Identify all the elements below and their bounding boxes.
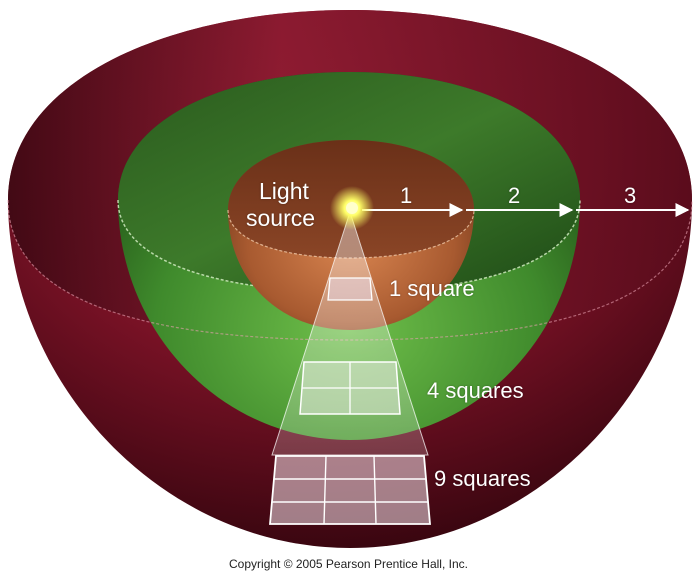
area-label-1: 1 square — [389, 276, 475, 301]
light-source-label-line1: Light — [259, 178, 309, 204]
square-patch-9 — [269, 455, 431, 525]
area-label-4: 4 squares — [427, 378, 524, 403]
light-source-glow-icon — [330, 186, 374, 230]
distance-label-1: 1 — [400, 183, 413, 208]
square-patch-4 — [299, 361, 401, 415]
light-source-label-line2: source — [246, 205, 316, 231]
distance-label-2: 2 — [508, 183, 521, 208]
distance-label-3: 3 — [624, 183, 637, 208]
area-label-9: 9 squares — [434, 466, 531, 491]
pyramid-beam-icon — [269, 210, 431, 525]
copyright-text: Copyright © 2005 Pearson Prentice Hall, … — [229, 557, 468, 571]
square-patch-1 — [327, 277, 373, 301]
